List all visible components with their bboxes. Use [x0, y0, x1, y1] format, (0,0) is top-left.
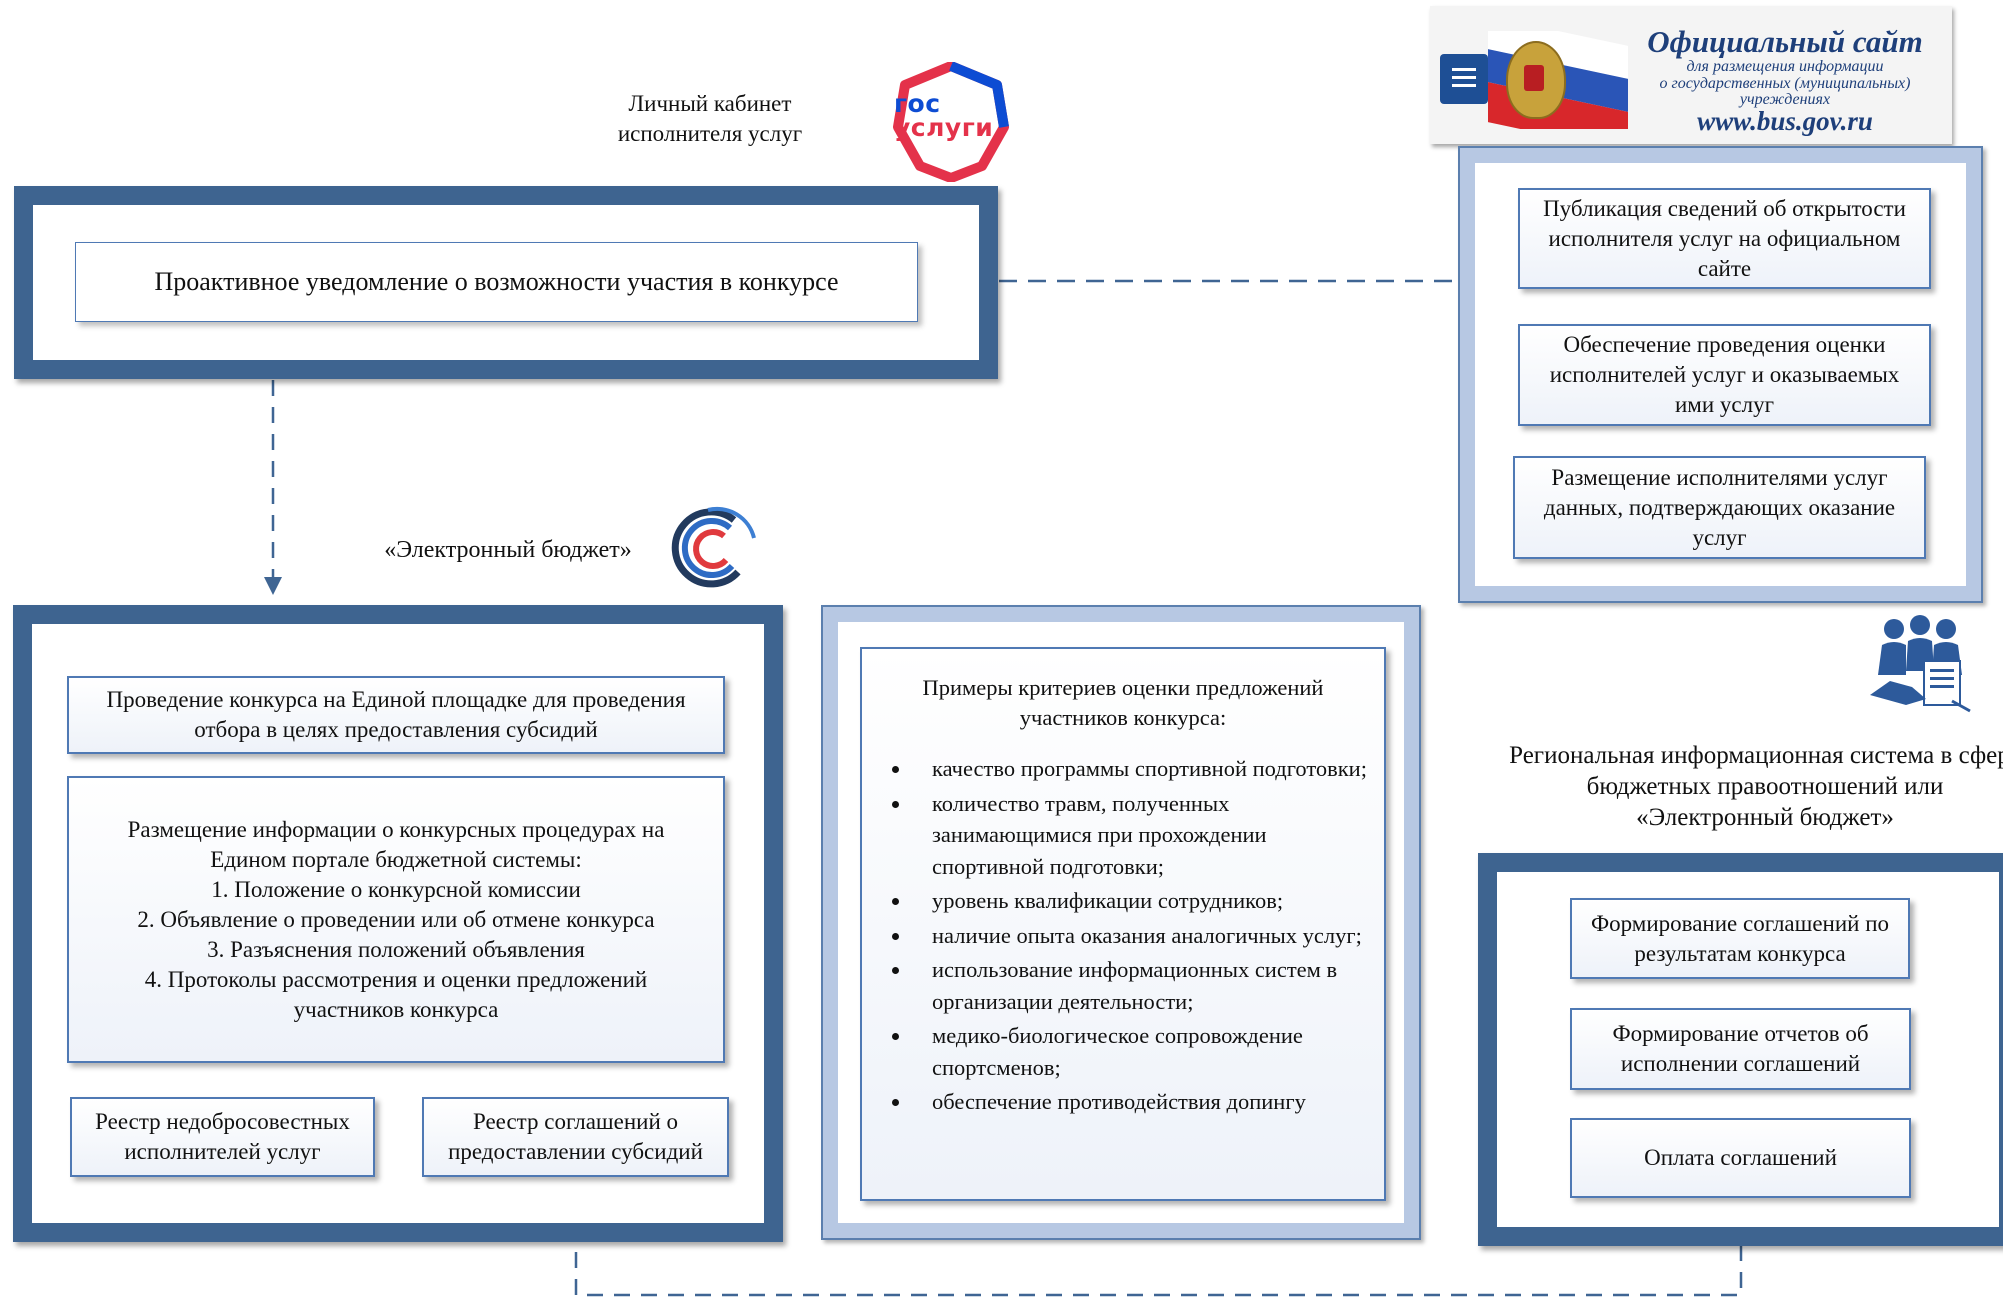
russian-flag-emblem [1488, 31, 1628, 129]
proactive-notice-text: Проактивное уведомление о возможности уч… [154, 267, 839, 296]
bus-panel-item-evaluation-text: Обеспечение проведения оценки исполнител… [1549, 332, 1900, 417]
contest-box: Проведение конкурса на Единой площадке д… [67, 676, 725, 754]
criteria-box: Примеры критериев оценки предложений уча… [860, 647, 1386, 1201]
bus-banner-line3: учреждениях [1739, 91, 1831, 108]
handshake-people-icon [1866, 615, 1974, 715]
criteria-item: медико-биологическое сопровождение спорт… [892, 1020, 1372, 1083]
registry-unfair-text: Реестр недобросовестных исполнителей усл… [95, 1109, 350, 1164]
gosuslugi-caption: Личный кабинет исполнителя услуг [585, 89, 835, 149]
portal-info-box: Размещение информации о конкурсных проце… [67, 776, 725, 1063]
registry-unfair-box: Реестр недобросовестных исполнителей усл… [70, 1097, 375, 1177]
gosuslugi-caption-line1: Личный кабинет [628, 91, 792, 116]
registry-agreements-box: Реестр соглашений о предоставлении субси… [422, 1097, 729, 1177]
ebudget-caption: «Электронный бюджет» [384, 537, 632, 563]
bus-banner-line1: для размещения информации [1686, 58, 1884, 75]
criteria-item: уровень квалификации сотрудников; [892, 885, 1372, 917]
portal-info-item: 4. Протоколы рассмотрения и оценки предл… [144, 966, 648, 1022]
bus-panel-item-publication-text: Публикация сведений об открытости исполн… [1543, 195, 1906, 281]
criteria-item: наличие опыта оказания аналогичных услуг… [892, 920, 1372, 952]
regional-caption-text: Региональная информационная система в сф… [1509, 742, 2003, 831]
bus-panel-item-evaluation: Обеспечение проведения оценки исполнител… [1518, 324, 1931, 426]
criteria-item: количество травм, полученных занимающими… [892, 788, 1372, 883]
regional-item-reports: Формирование отчетов об исполнении согла… [1570, 1008, 1911, 1090]
bus-panel-item-publication: Публикация сведений об открытости исполн… [1518, 188, 1931, 289]
portal-info-intro: Размещение информации о конкурсных проце… [127, 816, 665, 872]
bus-banner-url[interactable]: www.bus.gov.ru [1697, 106, 1873, 136]
bus-banner: Официальный сайт для размещения информац… [1430, 6, 1952, 144]
gosuslugi-logo-line1: гос [894, 89, 941, 118]
ebudget-logo-icon [668, 502, 758, 592]
regional-item-payment: Оплата соглашений [1570, 1118, 1911, 1198]
proactive-notice-box: Проактивное уведомление о возможности уч… [75, 242, 918, 322]
criteria-item: качество программы спортивной подготовки… [892, 753, 1372, 785]
bus-panel-item-placement: Размещение исполнителями услуг данных, п… [1513, 456, 1926, 559]
criteria-title: Примеры критериев оценки предложений уча… [922, 675, 1324, 730]
regional-caption: Региональная информационная система в сф… [1505, 740, 2003, 840]
bus-banner-line2: о государственных (муниципальных) [1659, 75, 1911, 92]
criteria-list: качество программы спортивной подготовки… [874, 753, 1372, 1121]
gosuslugi-logo: гос услуги [890, 62, 1012, 182]
portal-info-item: 1. Положение о конкурсной комиссии [211, 876, 581, 902]
criteria-item: обеспечение противодействия допингу [892, 1086, 1372, 1118]
bus-panel-item-placement-text: Размещение исполнителями услуг данных, п… [1543, 464, 1896, 550]
bus-banner-title: Официальный сайт [1647, 24, 1923, 59]
criteria-item: использование информационных систем в ор… [892, 954, 1372, 1017]
registry-agreements-text: Реестр соглашений о предоставлении субси… [448, 1109, 703, 1164]
regional-item-payment-text: Оплата соглашений [1644, 1145, 1837, 1170]
document-icon [1440, 54, 1488, 104]
gosuslugi-logo-line2: услуги [894, 113, 994, 142]
regional-item-agreements-text: Формирование соглашений по результатам к… [1590, 910, 1890, 966]
gosuslugi-caption-line2: исполнителя услуг [617, 121, 803, 146]
contest-box-text: Проведение конкурса на Единой площадке д… [106, 687, 686, 742]
portal-info-item: 2. Объявление о проведении или об отмене… [137, 906, 655, 932]
portal-info-item: 3. Разъяснения положений объявления [207, 936, 585, 962]
regional-item-reports-text: Формирование отчетов об исполнении согла… [1612, 1021, 1869, 1076]
regional-item-agreements: Формирование соглашений по результатам к… [1570, 898, 1910, 979]
